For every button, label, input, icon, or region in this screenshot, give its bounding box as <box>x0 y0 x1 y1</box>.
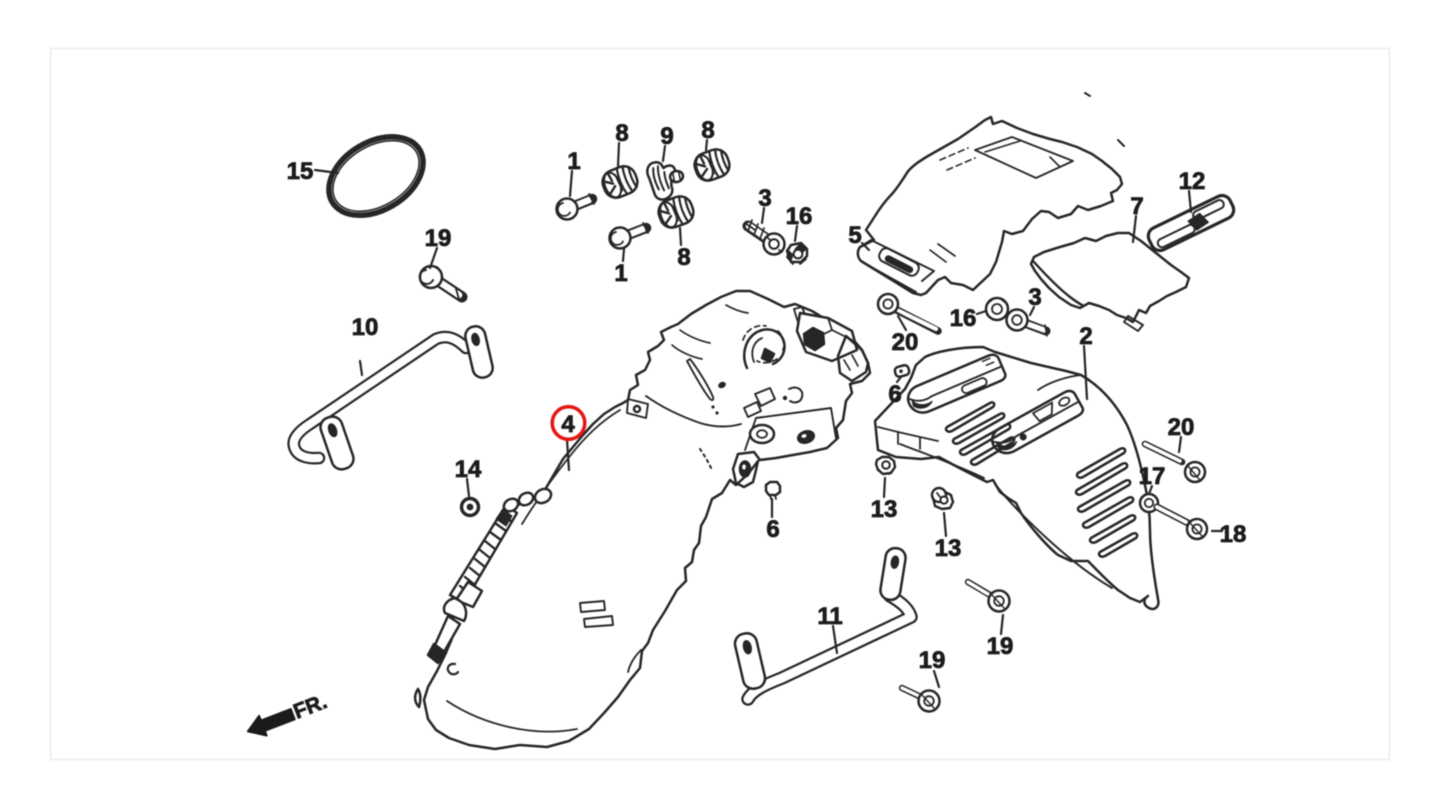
svg-text:9: 9 <box>660 123 673 150</box>
svg-text:19: 19 <box>987 633 1014 660</box>
svg-text:14: 14 <box>455 456 482 483</box>
svg-text:5: 5 <box>848 222 861 249</box>
svg-text:1: 1 <box>567 148 580 175</box>
svg-text:3: 3 <box>758 185 771 212</box>
svg-text:11: 11 <box>817 603 842 630</box>
svg-text:19: 19 <box>919 647 946 674</box>
svg-text:19: 19 <box>425 225 452 252</box>
svg-text:8: 8 <box>615 120 628 147</box>
svg-text:6: 6 <box>766 516 779 543</box>
svg-text:18: 18 <box>1220 521 1247 548</box>
svg-text:13: 13 <box>935 535 962 562</box>
svg-text:12: 12 <box>1179 168 1206 195</box>
svg-text:7: 7 <box>1130 193 1143 220</box>
svg-text:13: 13 <box>871 496 898 523</box>
svg-text:16: 16 <box>950 305 977 332</box>
svg-text:3: 3 <box>1028 284 1041 311</box>
svg-text:8: 8 <box>701 117 714 144</box>
svg-text:10: 10 <box>352 314 379 341</box>
svg-text:20: 20 <box>1168 414 1195 441</box>
svg-text:6: 6 <box>888 381 901 408</box>
svg-text:16: 16 <box>786 203 813 230</box>
svg-text:17: 17 <box>1139 463 1166 490</box>
svg-text:1: 1 <box>614 260 627 287</box>
svg-text:8: 8 <box>677 244 690 271</box>
svg-text:20: 20 <box>892 329 919 356</box>
svg-text:15: 15 <box>287 158 314 185</box>
svg-text:4: 4 <box>561 411 575 438</box>
svg-text:2: 2 <box>1079 323 1092 350</box>
